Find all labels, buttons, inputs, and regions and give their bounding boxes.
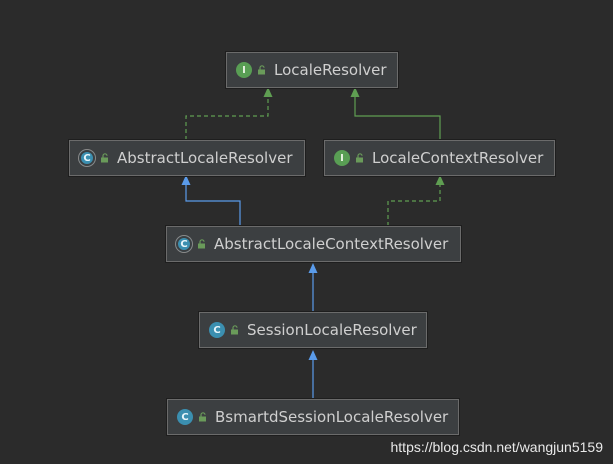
watermark-text: https://blog.csdn.net/wangjun5159 [390, 439, 604, 455]
node-label: LocaleContextResolver [372, 149, 544, 167]
node-bsmartd-session-locale-resolver[interactable]: C BsmartdSessionLocaleResolver [167, 399, 459, 435]
edge-abstract-locale-context-resolver-implements-locale-context-resolver [387, 175, 445, 226]
edge-abstract-locale-context-resolver-extends-abstract-locale-resolver [181, 175, 241, 226]
abstract-class-icon: C [79, 150, 95, 166]
node-locale-context-resolver[interactable]: I LocaleContextResolver [324, 140, 555, 176]
edge-locale-context-resolver-extends-locale-resolver [350, 87, 441, 140]
public-lock-icon [231, 325, 238, 335]
node-label: AbstractLocaleContextResolver [214, 235, 449, 253]
node-abstract-locale-context-resolver[interactable]: C AbstractLocaleContextResolver [166, 226, 461, 262]
node-session-locale-resolver[interactable]: C SessionLocaleResolver [199, 312, 427, 348]
node-abstract-locale-resolver[interactable]: C AbstractLocaleResolver [69, 140, 305, 176]
edge-bsmartd-session-locale-resolver-extends-session-locale-resolver [308, 350, 318, 399]
public-lock-icon [101, 153, 108, 163]
edge-abstract-locale-resolver-implements-locale-resolver [185, 87, 273, 140]
node-label: SessionLocaleResolver [247, 321, 417, 339]
interface-icon: I [334, 150, 350, 166]
class-icon: C [177, 409, 193, 425]
node-locale-resolver[interactable]: I LocaleResolver [226, 52, 398, 88]
public-lock-icon [258, 65, 265, 75]
node-label: LocaleResolver [274, 61, 387, 79]
public-lock-icon [199, 412, 206, 422]
node-label: AbstractLocaleResolver [117, 149, 293, 167]
interface-icon: I [236, 62, 252, 78]
node-label: BsmartdSessionLocaleResolver [215, 408, 449, 426]
public-lock-icon [356, 153, 363, 163]
class-icon: C [209, 322, 225, 338]
abstract-class-icon: C [176, 236, 192, 252]
public-lock-icon [198, 239, 205, 249]
edge-session-locale-resolver-extends-abstract-locale-context-resolver [308, 263, 318, 312]
